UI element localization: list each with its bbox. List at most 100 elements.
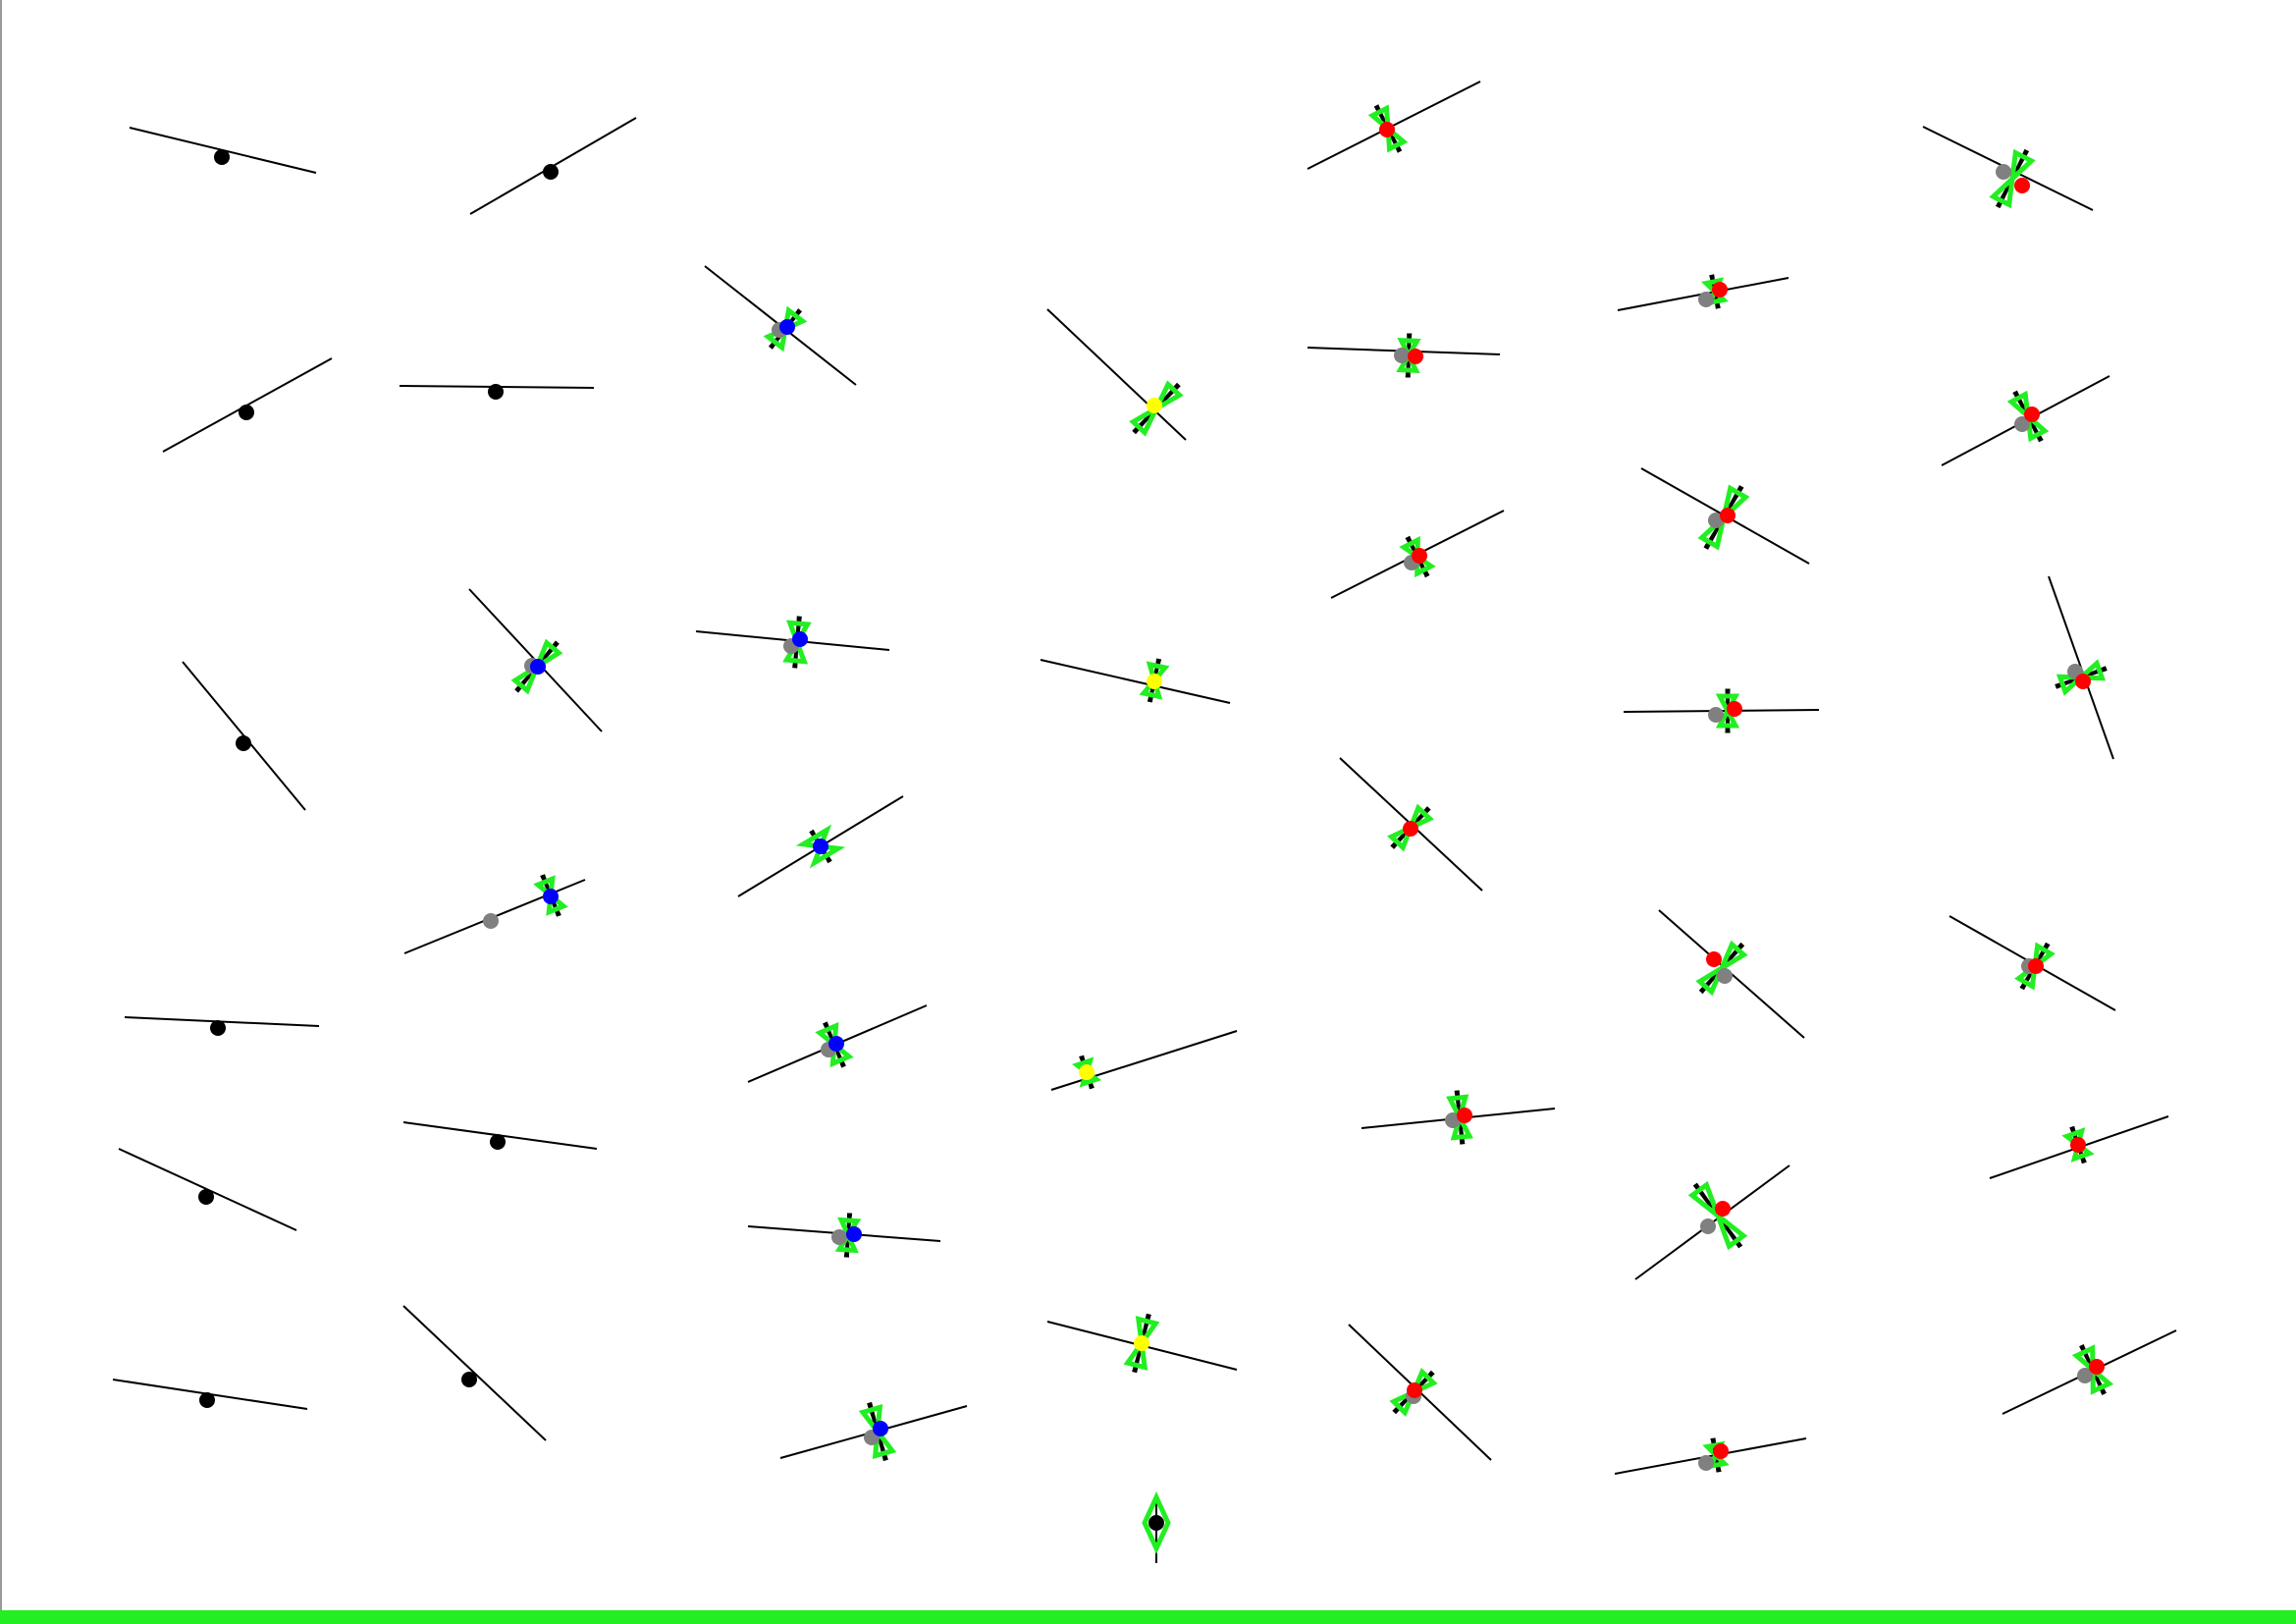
glyph-dot-gray [2077, 1368, 2093, 1383]
glyph-r2c1 [162, 357, 333, 453]
glyph-dot-black [199, 1392, 215, 1408]
glyph-dot-red [1720, 508, 1735, 523]
glyph-tick [1725, 688, 1731, 733]
glyph-dot-black [1148, 1515, 1164, 1531]
glyph-r2c2 [399, 384, 595, 400]
glyph-r4c6 [1623, 688, 1820, 733]
glyph-tick [867, 1401, 888, 1462]
glyph-tick [1390, 806, 1431, 849]
glyph-tick [1373, 104, 1403, 153]
glyph-tick [2079, 1343, 2107, 1396]
glyph-dot-blue [779, 319, 795, 335]
glyph-r9c3 [779, 1401, 968, 1462]
glyph-r3c6 [1640, 467, 1810, 565]
glyph-r4c7 [2048, 575, 2114, 760]
glyph-r7c1 [124, 1016, 320, 1036]
glyph-tick [2019, 942, 2051, 991]
glyph-tick [843, 1213, 853, 1258]
glyph-r8c3 [747, 1213, 941, 1258]
glyph-r7c5 [1361, 1090, 1556, 1145]
glyph-tick [1405, 333, 1413, 378]
glyph-dot-blue [828, 1036, 844, 1052]
glyph-dot-black [461, 1372, 477, 1387]
glyph-tick [540, 874, 561, 917]
glyph-dot-gray [1717, 968, 1733, 984]
glyph-line [402, 1305, 547, 1441]
glyph-tick [1392, 1370, 1435, 1415]
glyph-dot-red [2070, 1137, 2086, 1153]
glyph-r9c1 [112, 1379, 308, 1410]
glyph-dot-red [1412, 548, 1427, 564]
glyph-r2c3 [704, 265, 857, 386]
glyph-dot-red [1408, 349, 1423, 364]
glyph-tick [1405, 535, 1430, 578]
glyph-line [1040, 659, 1231, 704]
glyph-tick [1698, 942, 1745, 995]
glyph-dot-red [1379, 122, 1395, 137]
glyph-dot-blue [543, 889, 559, 904]
glyph-dot-black [239, 405, 254, 420]
glyph-r9c2 [402, 1305, 547, 1441]
glyph-dot-red [2014, 178, 2030, 193]
left-edge-border [0, 0, 2, 1624]
glyph-r3c5 [1330, 510, 1505, 599]
glyph-dot-gray [831, 1229, 847, 1245]
glyph-line [1050, 1030, 1238, 1091]
glyph-r6c7 [1949, 915, 2116, 1011]
glyph-r4c4 [1040, 658, 1231, 704]
glyph-r6c2 [403, 874, 586, 954]
glyph-dot-red [2089, 1359, 2105, 1375]
glyph-r4c3 [695, 616, 890, 669]
glyph-bowtie-outline [1989, 148, 2036, 209]
glyph-bowtie-outline [2006, 390, 2050, 443]
glyph-tick [792, 616, 802, 669]
glyph-bowtie-outline [1387, 803, 1434, 852]
glyph-dot-black [236, 735, 251, 751]
glyph-dot-blue [846, 1226, 862, 1242]
glyph-r7c4 [1050, 1030, 1238, 1091]
glyph-tick [1995, 148, 2030, 209]
glyph-bowtie-outline [1129, 380, 1184, 437]
glyph-dot-black [214, 149, 230, 165]
glyph-tick [2012, 390, 2044, 443]
glyph-r7c7 [1989, 1115, 2169, 1179]
glyph-r9c4 [1046, 1313, 1238, 1374]
glyph-tick [514, 640, 560, 693]
glyph-r5c5 [1339, 757, 1483, 892]
glyph-dot-gray [2014, 416, 2030, 432]
glyph-dot-red [1457, 1108, 1472, 1123]
glyph-bowtie-outline [1687, 1180, 1748, 1251]
glyph-dot-black [210, 1020, 226, 1036]
glyph-bowtie-outline [2071, 1344, 2114, 1395]
glyph-tick [1692, 1182, 1743, 1249]
glyph-dot-gray [1394, 348, 1410, 363]
glyph-line [1307, 81, 1481, 170]
glyph-dot-red [1727, 701, 1742, 717]
glyph-r9c7 [2002, 1329, 2177, 1415]
glyph-tick [2055, 666, 2108, 689]
glyph-r2c7 [1941, 375, 2110, 466]
glyph-r6c6 [1658, 909, 1805, 1039]
glyph-dot-red [1715, 1201, 1731, 1217]
glyph-dot-red [2024, 406, 2040, 422]
glyph-r1c4 [1307, 81, 1481, 170]
glyph-dot-black [198, 1189, 214, 1205]
glyph-r9c6 [1614, 1437, 1807, 1475]
glyph-line [1046, 308, 1187, 441]
glyph-tick [2069, 1125, 2087, 1164]
glyph-r10c4 [1142, 1491, 1171, 1563]
glyph-dot-red [1403, 821, 1418, 837]
glyph-r2c6 [1617, 274, 1789, 311]
glyph-dot-blue [792, 631, 808, 647]
glyph-dot-yellow [1147, 674, 1162, 689]
glyph-dot-gray [1698, 292, 1714, 307]
glyph-bowtie-outline [1446, 1094, 1473, 1141]
glyph-r7c3 [747, 1004, 928, 1083]
glyph-tick [1703, 485, 1744, 550]
glyph-dot-gray [1708, 513, 1724, 528]
glyph-r4c2 [468, 588, 603, 732]
glyph-bowtie-outline [1367, 104, 1409, 153]
glyph-line [1614, 1437, 1807, 1475]
glyph-dot-blue [873, 1421, 888, 1436]
glyph-dot-gray [1700, 1218, 1716, 1234]
